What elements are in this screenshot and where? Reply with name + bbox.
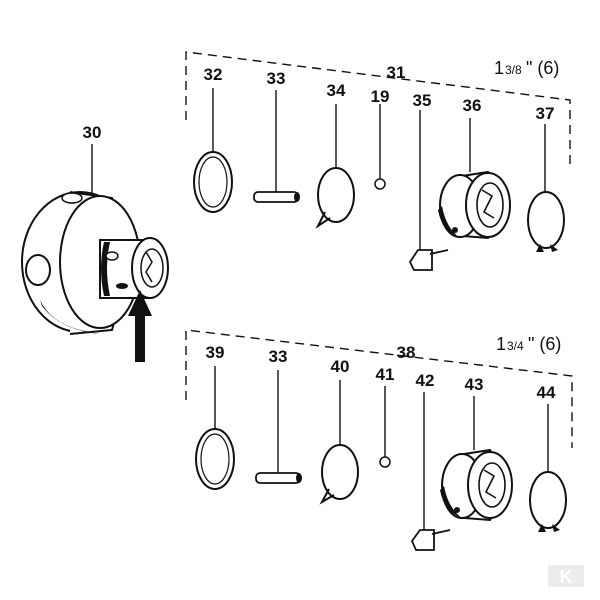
label-38: 38: [397, 343, 416, 362]
pin-33-upper: [253, 191, 300, 203]
ball-19: [374, 178, 386, 190]
lower-leader-lines: [214, 366, 549, 473]
size-upper-rest: " (6): [526, 58, 559, 78]
label-34: 34: [327, 81, 346, 100]
label-39: 39: [206, 343, 225, 362]
ring-39: [195, 428, 235, 490]
retaining-ring-44: [529, 471, 567, 532]
bolt-35: [408, 110, 449, 271]
snap-ring-40: [319, 444, 359, 505]
watermark-letter: K: [560, 567, 573, 587]
watermark-logo: K: [548, 565, 584, 587]
label-19: 19: [371, 87, 390, 106]
arrow-icon: [128, 290, 152, 362]
label-33-upper: 33: [267, 69, 286, 88]
upper-leader-lines: [212, 88, 546, 192]
bolt-42: [410, 392, 451, 551]
size-label-lower: 1 3/4 " (6): [496, 334, 561, 354]
size-lower-rest: " (6): [528, 334, 561, 354]
size-upper-frac: 3/8: [505, 63, 522, 77]
ring-32: [193, 151, 233, 213]
lower-group-bracket: [185, 329, 573, 448]
collar-43: [440, 448, 513, 522]
label-37: 37: [536, 104, 555, 123]
label-44: 44: [537, 383, 556, 402]
retaining-ring-37: [527, 191, 565, 252]
size-lower-whole: 1: [496, 334, 506, 354]
hub-part-30: [21, 191, 169, 335]
label-41: 41: [376, 365, 395, 384]
size-lower-frac: 3/4: [507, 339, 524, 353]
label-43: 43: [465, 375, 484, 394]
size-label-upper: 1 3/8 " (6): [494, 58, 559, 78]
size-upper-whole: 1: [494, 58, 504, 78]
label-35: 35: [413, 91, 432, 110]
snap-ring-34: [315, 167, 355, 229]
label-42: 42: [416, 371, 435, 390]
collar-36: [438, 170, 511, 240]
ball-41: [379, 456, 391, 468]
label-36: 36: [463, 96, 482, 115]
label-40: 40: [331, 357, 350, 376]
upper-group-bracket: [185, 51, 571, 165]
label-33-lower: 33: [269, 347, 288, 366]
label-31: 31: [387, 63, 406, 82]
pin-33-lower: [255, 472, 302, 484]
label-32: 32: [204, 65, 223, 84]
label-30: 30: [83, 123, 102, 142]
